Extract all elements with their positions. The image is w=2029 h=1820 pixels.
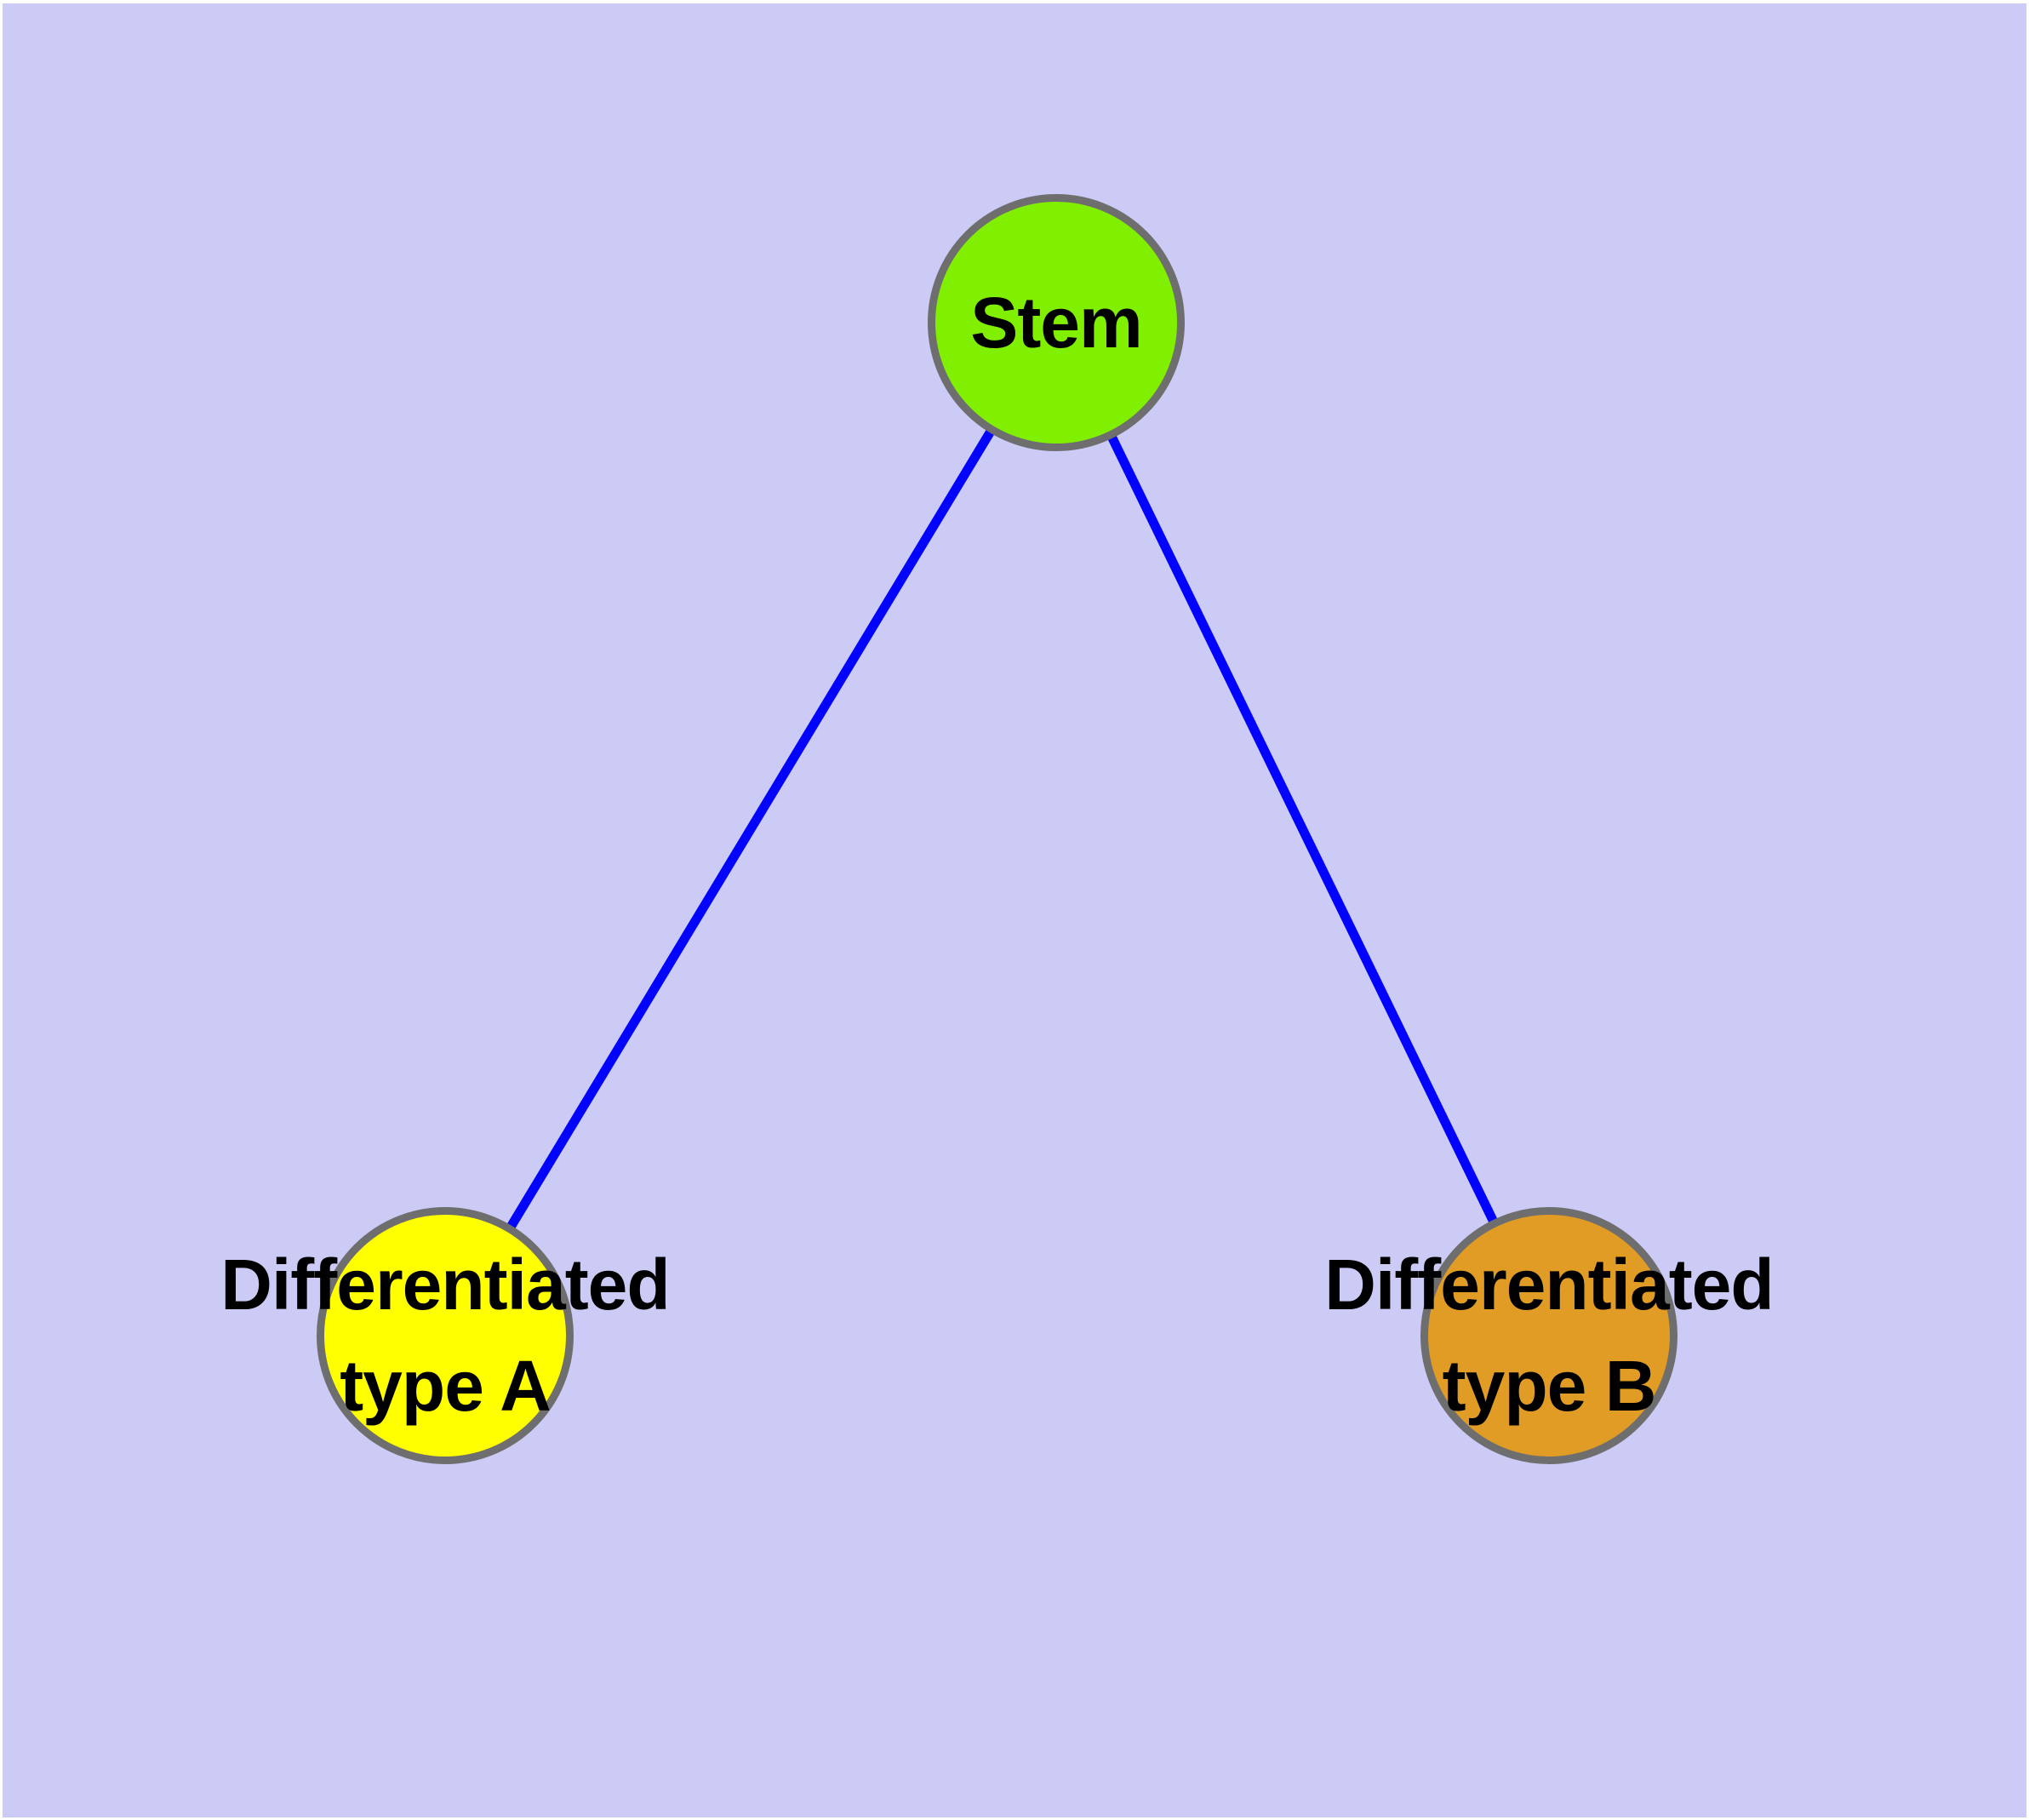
node-differentiated-type-a: Differentiated type A	[220, 1207, 671, 1464]
node-type-a-label-line2: type A	[340, 1346, 552, 1426]
edge-stem-to-type-b	[1052, 320, 1553, 1338]
node-stem: Stem	[928, 194, 1185, 451]
node-type-b-label-line1: Differentiated	[1324, 1245, 1774, 1325]
node-differentiated-type-b: Differentiated type B	[1324, 1207, 1775, 1464]
node-type-a-label-line1: Differentiated	[220, 1245, 670, 1325]
edge-stem-to-type-a	[441, 320, 1060, 1338]
node-stem-label: Stem	[970, 282, 1142, 363]
edges-layer	[441, 320, 1553, 1338]
graph-canvas: Stem Differentiated type A Differentiate…	[3, 3, 2026, 1817]
node-type-b-label-line2: type B	[1442, 1346, 1657, 1426]
